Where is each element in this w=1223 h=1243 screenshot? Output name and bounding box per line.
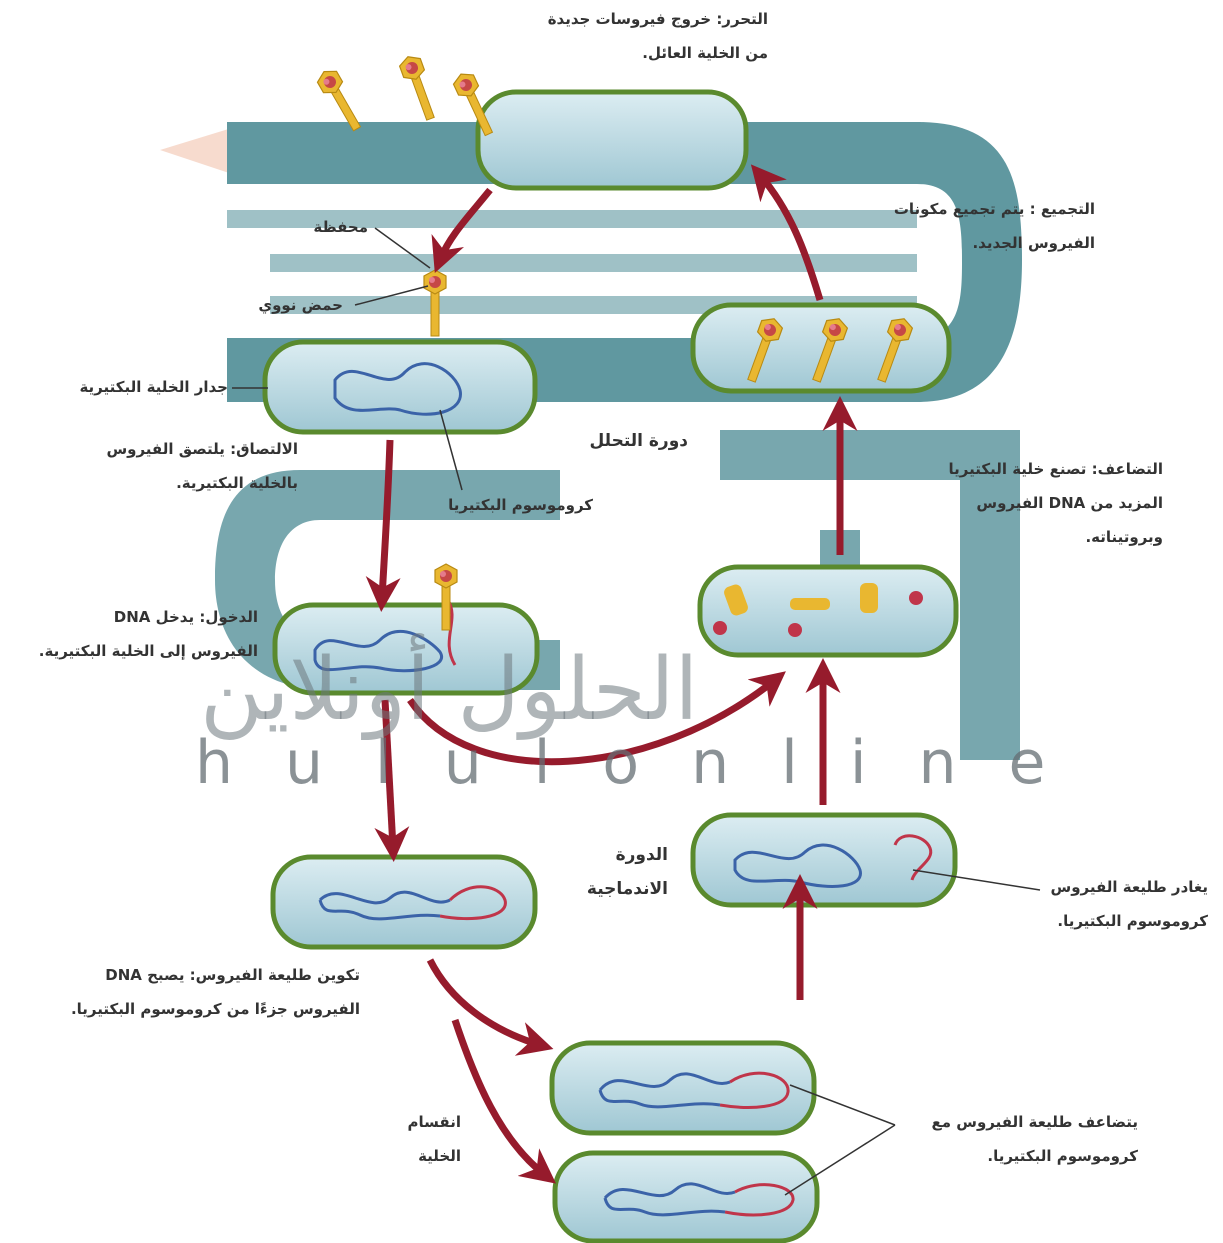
label-prophage-leaves-line1: يغادر طليعة الفيروس [1050, 878, 1209, 896]
label-release: التحرر: خروج فيروسات جديدة من الخلية الع… [548, 2, 768, 70]
label-assembly: التجميع : يتم تجميع مكونات الفيروس الجدي… [894, 192, 1095, 260]
label-prophage-leaves-line2: كروموسوم البكتيريا. [1057, 912, 1208, 930]
released-phage-2 [396, 52, 442, 124]
label-prophage-replicates: يتضاعف طليعة الفيروس مع كروموسوم البكتير… [932, 1105, 1138, 1173]
label-replication-line1: التضاعف: تصنع خلية البكتيريا [948, 460, 1163, 478]
label-bacterial-chromosome-text: كروموسوم البكتيريا [448, 496, 593, 514]
label-nucleic-acid: حمض نووي [258, 288, 343, 322]
label-assembly-line1: التجميع : يتم تجميع مكونات [893, 200, 1095, 218]
label-entry-line2: الفيروس إلى الخلية البكتيرية. [38, 642, 258, 660]
watermark-arabic: الحلول أونلاين [200, 640, 699, 740]
cycle-arrows [365, 164, 858, 1184]
label-release-line2: من الخلية العائل. [642, 44, 768, 62]
label-prophage: تكوين طليعة الفيروس: يصبح DNA الفيروس جز… [71, 958, 360, 1026]
label-replication-line3: وبروتيناته. [1085, 528, 1163, 546]
label-lysogenic-line2: الاندماجية [586, 879, 668, 899]
label-capsid: محفظة [313, 210, 368, 244]
cell-entry [272, 599, 540, 696]
cell-attachment [262, 339, 538, 435]
label-release-line1: التحرر: خروج فيروسات جديدة [547, 10, 768, 28]
label-cell-division-line2: الخلية [418, 1147, 461, 1165]
label-prophage-leaves: يغادر طليعة الفيروس كروموسوم البكتيريا. [1051, 870, 1209, 938]
label-prophage-line2: الفيروس جزءًا من كروموسوم البكتيريا. [70, 1000, 360, 1018]
label-cell-division-line1: انقسام [407, 1113, 461, 1131]
label-attachment-line1: الالتصاق: يلتصق الفيروس [106, 440, 298, 458]
label-assembly-line2: الفيروس الجديد. [972, 234, 1095, 252]
label-replication-line2: المزيد من DNA الفيروس [976, 494, 1163, 512]
label-lytic-cycle: دورة التحلل [589, 424, 688, 458]
cell-replication [697, 564, 959, 658]
label-nucleic-acid-text: حمض نووي [258, 296, 343, 314]
label-cell-wall: جدار الخلية البكتيرية [79, 370, 228, 404]
cell-release [475, 89, 749, 191]
label-cell-wall-text: جدار الخلية البكتيرية [79, 378, 228, 396]
cell-prophage [270, 854, 538, 950]
label-capsid-text: محفظة [313, 218, 368, 236]
label-entry-line1: الدخول: يدخل DNA [113, 608, 258, 626]
cell-prophage-leaves [690, 812, 958, 908]
label-entry: الدخول: يدخل DNA الفيروس إلى الخلية البك… [39, 600, 258, 668]
label-prophage-replicates-line1: يتضاعف طليعة الفيروس مع [931, 1113, 1138, 1131]
label-prophage-line1: تكوين طليعة الفيروس: يصبح DNA [105, 966, 360, 984]
watermark-latin: hululonline [195, 728, 1098, 798]
label-lytic-cycle-text: دورة التحلل [589, 431, 688, 451]
cell-division-1 [549, 1040, 817, 1136]
label-attachment-line2: بالخلية البكتيرية. [176, 474, 298, 492]
label-prophage-replicates-line2: كروموسوم البكتيريا. [987, 1147, 1138, 1165]
leader-lines [232, 227, 1041, 1196]
label-cell-division: انقسام الخلية [408, 1105, 461, 1173]
cell-division-2 [552, 1150, 820, 1243]
label-replication: التضاعف: تصنع خلية البكتيريا المزيد من D… [949, 452, 1163, 554]
label-attachment: الالتصاق: يلتصق الفيروس بالخلية البكتيري… [106, 432, 298, 500]
label-lysogenic-line1: الدورة [615, 845, 668, 865]
label-bacterial-chromosome: كروموسوم البكتيريا [448, 488, 593, 522]
label-lysogenic-cycle: الدورة الاندماجية [587, 838, 668, 906]
